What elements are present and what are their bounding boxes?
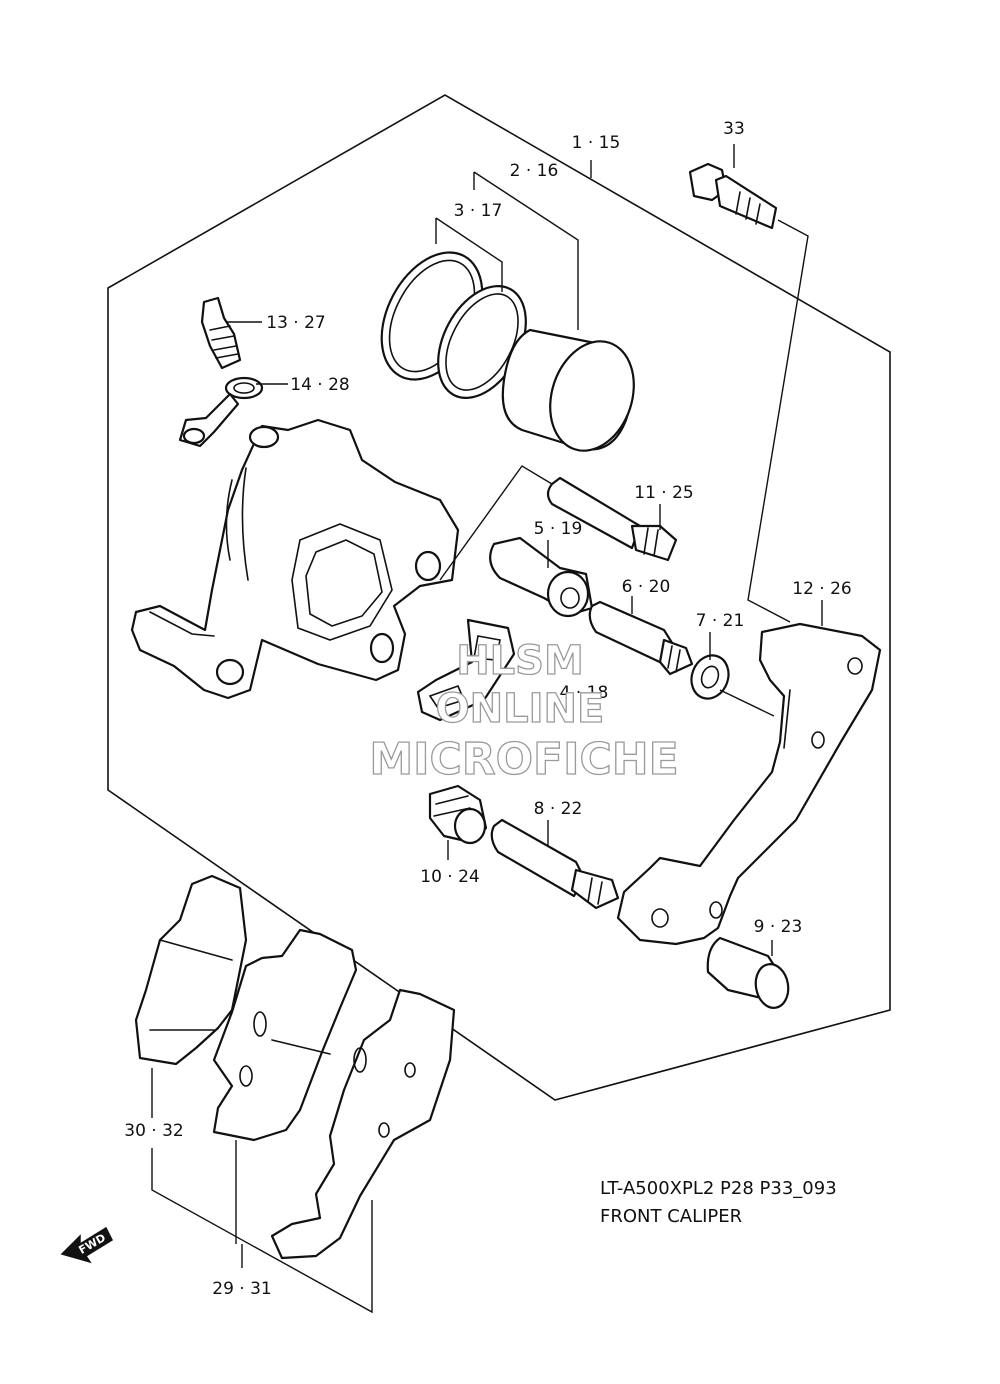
label-30-32: 30 · 32 [124, 1121, 183, 1141]
label-29-31: 29 · 31 [212, 1279, 271, 1299]
label-10-24: 10 · 24 [420, 867, 479, 887]
label-2-16: 2 · 16 [510, 161, 559, 181]
caption-title: FRONT CALIPER [600, 1206, 742, 1227]
label-5-19: 5 · 19 [534, 519, 583, 539]
caption-model-code: LT-A500XPL2 P28 P33_093 [600, 1178, 837, 1199]
assembly-frame [107, 94, 891, 1101]
caliper-body [130, 418, 460, 700]
caliper-piston [501, 328, 635, 452]
label-8-22: 8 · 22 [534, 799, 583, 819]
label-3-17: 3 · 17 [454, 201, 503, 221]
label-13-27: 13 · 27 [266, 313, 325, 333]
watermark-line-3: MICROFICHE [369, 734, 678, 785]
piston-seal-rings [380, 251, 527, 399]
pad-shim-31 [270, 988, 456, 1260]
leader-lines [151, 144, 823, 1314]
label-4-18: 4 · 18 [560, 683, 609, 703]
diagram-caption: LT-A500XPL2 P28 P33_093 FRONT CALIPER [600, 1178, 837, 1227]
slide-pin-11 [546, 476, 678, 562]
label-33: 33 [723, 119, 745, 139]
watermark-line-2: ONLINE [436, 686, 605, 732]
brake-pad-30 [134, 874, 248, 1066]
bolt-33 [688, 162, 778, 230]
forward-direction-arrow: FWD [60, 1226, 113, 1264]
label-11-25: 11 · 25 [634, 483, 693, 503]
pad-spring-4 [416, 618, 516, 722]
label-12-26: 12 · 26 [792, 579, 851, 599]
part-labels: 33 1 · 15 2 · 16 3 · 17 13 · 27 14 · 28 … [124, 119, 851, 1299]
watermark-line-1: HLSM [456, 638, 584, 684]
slide-pin-6 [588, 600, 694, 676]
slide-pin-8 [490, 818, 620, 910]
bleeder-screw-13 [200, 296, 242, 370]
brake-pad-29 [212, 928, 358, 1142]
label-6-20: 6 · 20 [622, 577, 671, 597]
label-14-28: 14 · 28 [290, 375, 349, 395]
label-1-15: 1 · 15 [572, 133, 621, 153]
slide-pin-boot-10 [428, 784, 488, 845]
bushing-9 [706, 936, 790, 1009]
label-9-23: 9 · 23 [754, 917, 803, 937]
watermark: HLSM ONLINE MICROFICHE [369, 637, 680, 785]
caliper-bracket-12 [616, 622, 882, 946]
washer-7 [690, 654, 730, 700]
bleeder-cap-14 [178, 376, 264, 448]
slide-pin-boot-5 [489, 536, 594, 618]
label-7-21: 7 · 21 [696, 611, 745, 631]
